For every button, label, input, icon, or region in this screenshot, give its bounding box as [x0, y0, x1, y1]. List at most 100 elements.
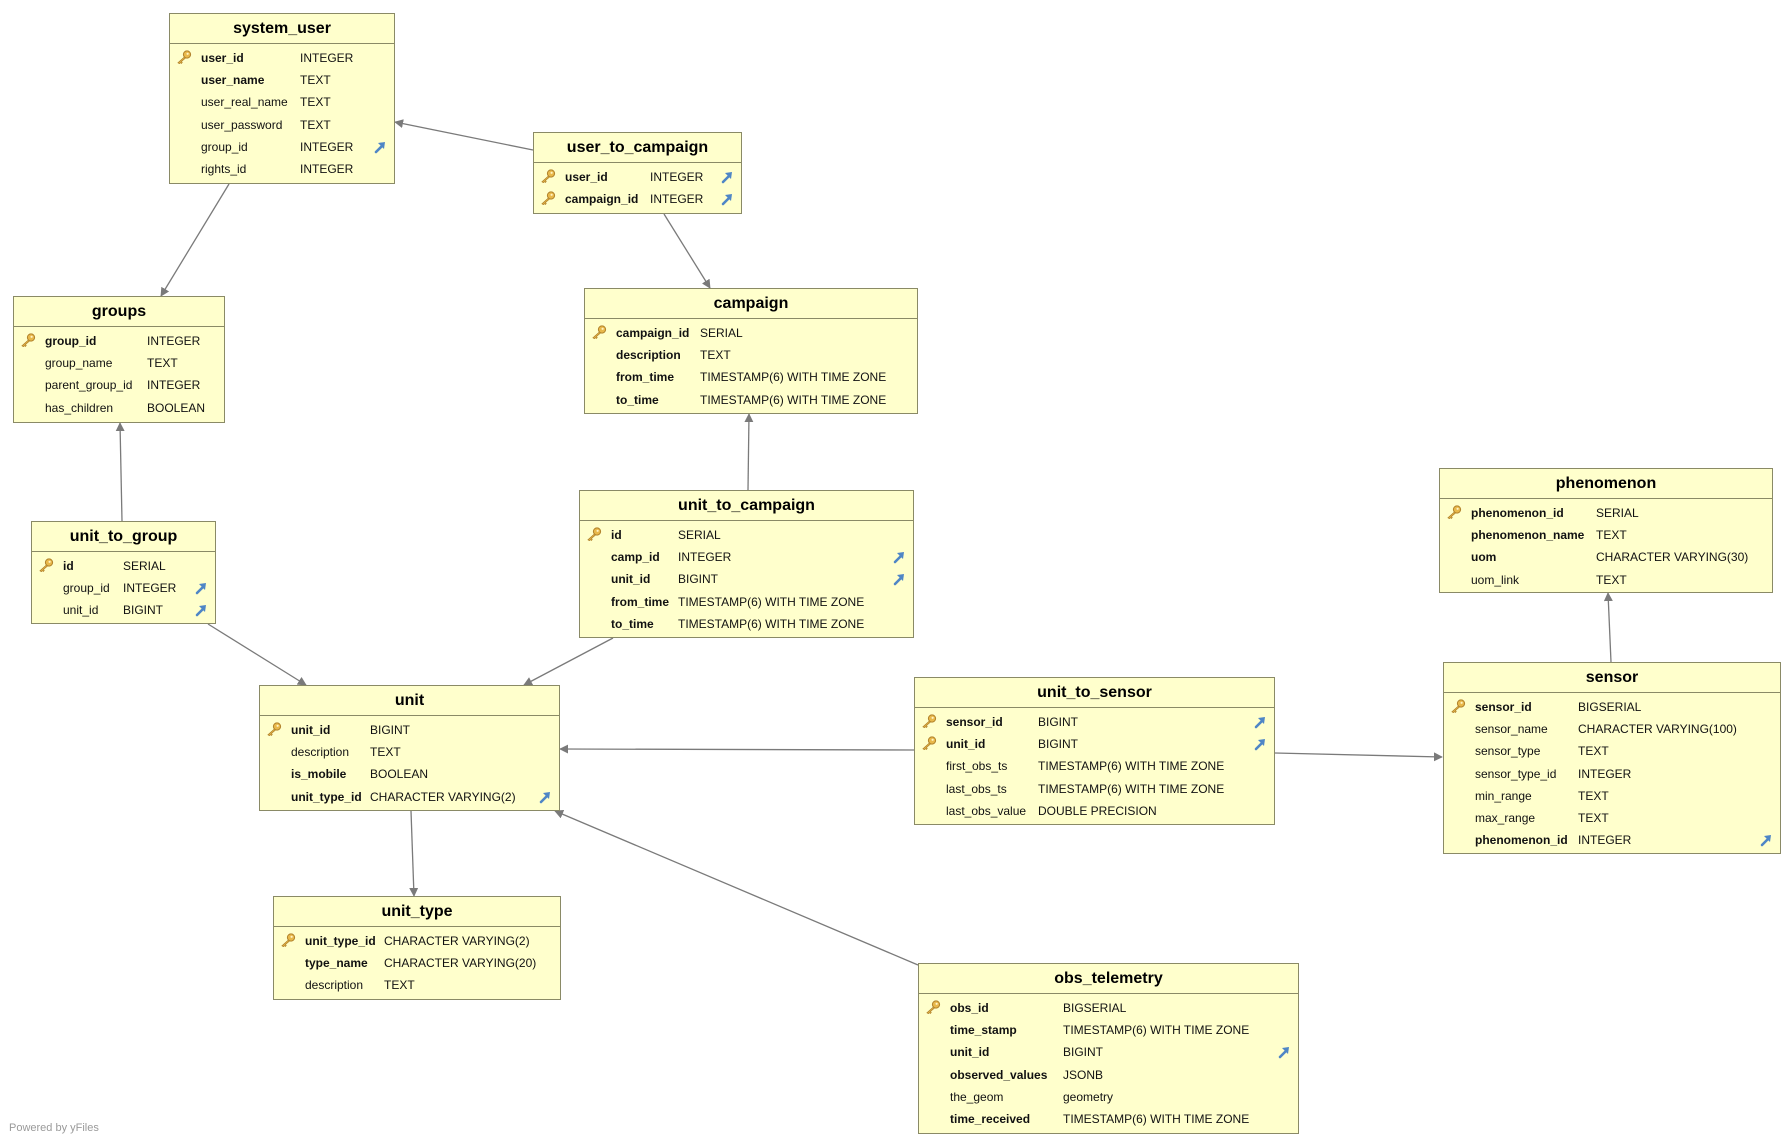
- column-type: TIMESTAMP(6) WITH TIME ZONE: [1063, 1111, 1250, 1126]
- column-row[interactable]: sensor_id BIGSERIAL: [1444, 696, 1780, 718]
- column-name: phenomenon_id: [1471, 506, 1564, 520]
- column-type: TEXT: [700, 348, 731, 363]
- primary-key-icon: [921, 736, 937, 751]
- column-name: group_id: [63, 581, 110, 596]
- table-title: obs_telemetry: [919, 964, 1298, 994]
- column-type: TIMESTAMP(6) WITH TIME ZONE: [1038, 781, 1225, 796]
- foreign-key-icon: [193, 580, 209, 596]
- column-type: TEXT: [1578, 744, 1609, 759]
- column-type: DOUBLE PRECISION: [1038, 803, 1157, 818]
- edge-unit_to_sensor-unit: [559, 744, 915, 754]
- column-name: time_stamp: [950, 1023, 1017, 1038]
- column-name: group_id: [201, 139, 248, 154]
- column-type: CHARACTER VARYING(100): [1578, 722, 1737, 737]
- column-name: sensor_id: [1475, 700, 1532, 714]
- primary-key-icon: [1450, 699, 1466, 714]
- column-type: TIMESTAMP(6) WITH TIME ZONE: [1038, 759, 1225, 774]
- column-row[interactable]: time_stamp TIMESTAMP(6) WITH TIME ZONE: [919, 1019, 1298, 1041]
- foreign-key-icon: [372, 139, 388, 155]
- edge-unit_to_group-unit: [207, 623, 307, 686]
- foreign-key-icon: [891, 549, 907, 565]
- column-type: TEXT: [1578, 788, 1609, 803]
- column-type: TIMESTAMP(6) WITH TIME ZONE: [1063, 1023, 1250, 1038]
- column-type: BIGINT: [1038, 715, 1079, 729]
- column-type: TEXT: [370, 745, 401, 760]
- column-name: rights_id: [201, 161, 247, 176]
- column-type: INTEGER: [650, 170, 704, 184]
- column-type: TEXT: [300, 117, 331, 132]
- primary-key-icon: [925, 1000, 941, 1015]
- primary-key-icon: [266, 722, 282, 737]
- column-type: INTEGER: [147, 334, 201, 348]
- column-type: BOOLEAN: [370, 767, 429, 782]
- column-type: BIGSERIAL: [1578, 700, 1642, 714]
